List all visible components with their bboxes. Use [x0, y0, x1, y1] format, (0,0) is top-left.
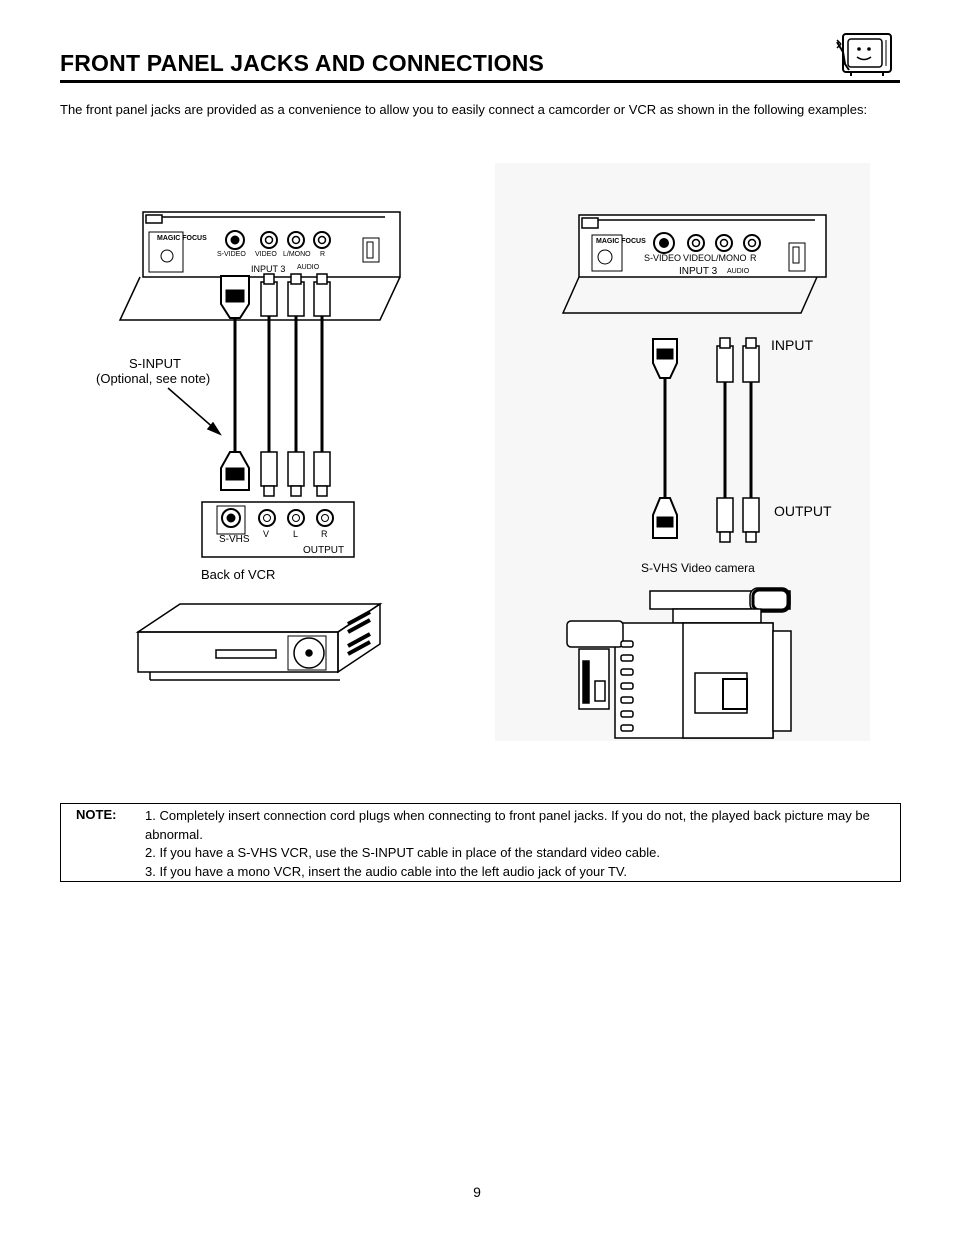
tv-mascot-icon — [836, 33, 892, 76]
tv-jacks — [225, 230, 331, 250]
input-3-label-right: INPUT 3 — [679, 266, 718, 277]
jack-label-video: VIDEO — [255, 251, 277, 258]
audio-label-right: AUDIO — [727, 268, 750, 275]
jack-label-l-mono-right: L/MONO — [711, 253, 747, 263]
magic-focus-label-right: MAGIC FOCUS — [596, 238, 646, 245]
s-vhs-label: S-VHS — [219, 534, 250, 545]
page-title: FRONT PANEL JACKS AND CONNECTIONS — [60, 50, 545, 76]
s-input-note-label: (Optional, see note) — [96, 371, 211, 386]
camcorder-connection-diagram — [495, 163, 870, 741]
vcr-jack-r: R — [321, 529, 328, 539]
note-heading: NOTE: — [76, 807, 117, 822]
s-video-cable — [220, 275, 250, 491]
note-box: NOTE: 1. Completely insert connection co… — [60, 803, 901, 882]
note-item-2: 2. If you have a S-VHS VCR, use the S-IN… — [145, 845, 660, 861]
vcr-jack-v: V — [263, 529, 270, 539]
vcr-jack-l: L — [293, 529, 299, 539]
magic-focus-label: MAGIC FOCUS — [157, 235, 207, 242]
audio-label: AUDIO — [297, 264, 320, 271]
input-3-label: INPUT 3 — [251, 264, 286, 274]
back-of-vcr-caption: Back of VCR — [201, 567, 276, 582]
tv-front-panel — [118, 211, 401, 321]
jack-label-s-video-right: S-VIDEO — [644, 253, 682, 263]
vcr-connection-diagram — [118, 211, 401, 681]
output-label: OUTPUT — [303, 545, 345, 556]
output-cable-label: OUTPUT — [774, 503, 832, 519]
note-item-1: 1. Completely insert connection cord plu… — [145, 808, 870, 842]
s-input-label: S-INPUT — [129, 356, 181, 371]
camcorder-buttons — [620, 640, 634, 732]
jack-label-l-mono: L/MONO — [283, 251, 311, 258]
jack-label-s-video: S-VIDEO — [217, 251, 246, 258]
title-rule — [60, 80, 900, 83]
vcr-unit — [135, 602, 383, 681]
rca-cables — [260, 273, 331, 497]
note-list: 1. Completely insert connection cord plu… — [145, 807, 890, 881]
jack-label-r: R — [320, 251, 326, 258]
arrow-icon — [167, 387, 222, 436]
input-cable-label: INPUT — [771, 337, 813, 353]
jack-label-video-right: VIDEO — [683, 253, 712, 263]
intro-paragraph: The front panel jacks are provided as a … — [60, 102, 868, 117]
note-item-3: 3. If you have a mono VCR, insert the au… — [145, 863, 628, 879]
tv-jacks — [653, 232, 761, 254]
jack-label-r-right: R — [750, 253, 757, 263]
s-video-cable — [652, 338, 678, 539]
rca-cables — [716, 337, 760, 543]
camcorder — [566, 587, 792, 739]
vcr-back-panel — [201, 501, 355, 558]
svhs-camera-caption: S-VHS Video camera — [641, 561, 755, 575]
page-number: 9 — [473, 1184, 481, 1200]
